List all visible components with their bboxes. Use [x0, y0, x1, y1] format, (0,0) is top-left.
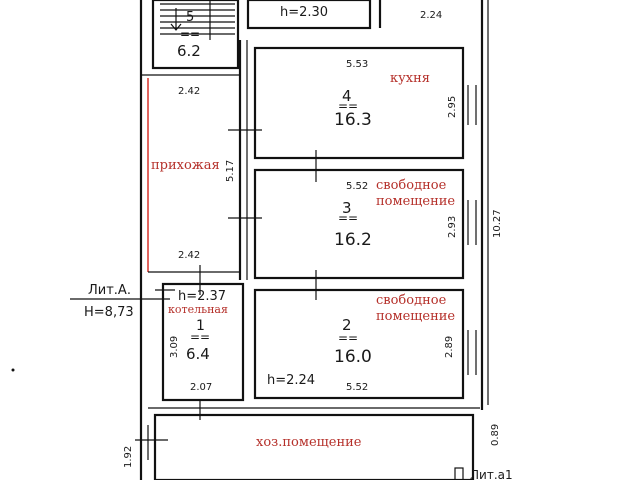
- room-1-name: котельная: [168, 303, 228, 316]
- room-3-height-dim: 2.93: [447, 216, 458, 238]
- window-room-2: [467, 330, 477, 375]
- lit-a1-label: Лит.а1: [470, 468, 513, 480]
- room-2-width: 5.52: [346, 382, 368, 393]
- stairs-number: 5: [186, 10, 194, 25]
- room-1-outline: [161, 282, 245, 402]
- room-2-name-line1: свободное: [376, 293, 447, 308]
- room-2-outline: [253, 288, 465, 400]
- window-room-3: [467, 200, 477, 245]
- corridor-width-top: 2.42: [178, 86, 200, 97]
- lit-a-height: H=8,73: [84, 305, 134, 320]
- room-3-bars: ==: [338, 211, 358, 225]
- room-3-number: 3: [342, 199, 352, 217]
- storage-outline: [153, 413, 475, 480]
- door-marks: [135, 129, 317, 460]
- top-room: [246, 0, 372, 30]
- lit-a1-marker: [454, 467, 464, 480]
- room-4-width: 5.53: [346, 59, 368, 70]
- corridor-name: прихожая: [151, 158, 220, 173]
- room-2-area: 16.0: [334, 347, 372, 367]
- room-3-area: 16.2: [334, 230, 372, 250]
- room-1-width: 2.07: [190, 382, 212, 393]
- room-3-outline: [253, 168, 465, 280]
- room-2-height-dim: 2.89: [444, 336, 455, 358]
- room-4-outline: [253, 46, 465, 160]
- stair-steps: [160, 0, 235, 40]
- dot-marker: [11, 368, 15, 372]
- room-2-bars: ==: [338, 331, 358, 345]
- stairs-bars: ==: [180, 27, 200, 41]
- room-4-height-dim: 2.95: [447, 96, 458, 118]
- room-4-number: 4: [342, 87, 352, 105]
- room-1-number: 1: [196, 318, 205, 334]
- stairs-area: 6.2: [177, 42, 201, 60]
- room-4-bars: ==: [338, 99, 358, 113]
- lit-a-label: Лит.А.: [88, 283, 131, 298]
- corridor-width-bottom: 2.42: [178, 250, 200, 261]
- corridor-length: 5.17: [225, 160, 236, 182]
- stair-arrow-icon: [170, 8, 182, 31]
- room-4-area: 16.3: [334, 110, 372, 130]
- room-4-name: кухня: [390, 71, 430, 86]
- room-2-name-line2: помещение: [376, 309, 455, 324]
- top-right-dimension: 2.24: [420, 10, 442, 21]
- stair-block: [151, 0, 240, 70]
- window-room-4: [467, 85, 477, 125]
- top-room-height: h=2.30: [280, 5, 328, 20]
- room-3-width: 5.52: [346, 181, 368, 192]
- storage-right-dim: 0.89: [490, 424, 501, 446]
- storage-left-dim: 1.92: [123, 446, 134, 468]
- room-2-number: 2: [342, 316, 352, 334]
- storage-name: хоз.помещение: [256, 435, 362, 450]
- room-1-height-dim: 3.09: [169, 336, 180, 358]
- room-3-name-line1: свободное: [376, 178, 447, 193]
- room-1-area: 6.4: [186, 345, 210, 363]
- room-3-name-line2: помещение: [376, 194, 455, 209]
- overall-length: 10.27: [492, 209, 503, 238]
- room-1-height: h=2.37: [178, 289, 226, 304]
- room-1-bars: ==: [190, 330, 210, 344]
- room-2-height: h=2.24: [267, 373, 315, 388]
